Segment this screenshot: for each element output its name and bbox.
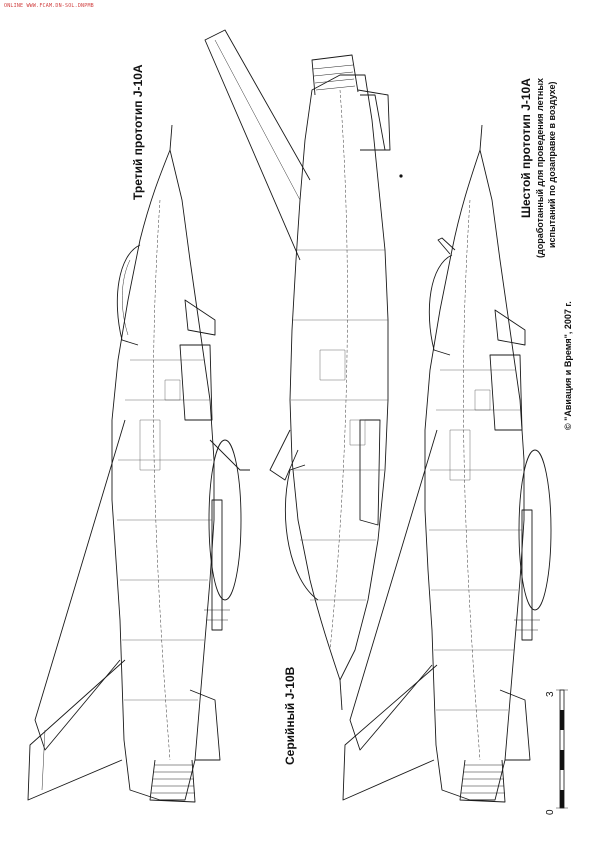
label-serial-j10b: Серийный J-10B [283,666,297,765]
label-sixth-prototype-sub1: (доработанный для проведения летных [535,77,545,258]
aircraft-side-view-serial-j10b [204,29,391,711]
scale-max-label: 3 [545,691,556,697]
scale-bar [556,689,568,809]
header-text: ONLINE WWW.FCAM.DN-SOL.DNPMB [4,3,94,9]
label-sixth-prototype-sub2: испытаний по дозаправке в воздухе) [547,81,557,248]
label-copyright: © "Авиация и Время", 2007 г. [563,301,573,430]
aircraft-side-view-third-prototype [27,124,250,803]
dot-mark [399,174,403,178]
label-third-prototype: Третий прототип J-10A [131,64,145,200]
scale-zero-label: 0 [545,809,556,815]
aircraft-side-view-sixth-prototype [342,124,552,803]
label-sixth-prototype-title: Шестой прототип J-10A [519,78,533,218]
